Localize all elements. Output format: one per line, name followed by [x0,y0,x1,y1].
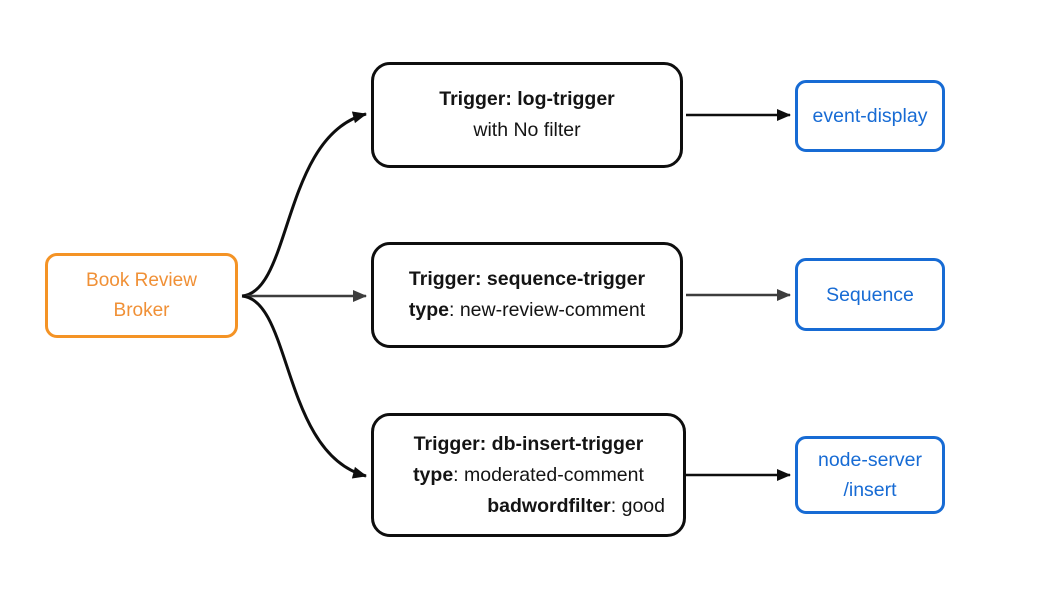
trigger-db-insert-filter-type: type: moderated-comment [413,463,644,486]
trigger-node-sequence-trigger: Trigger: sequence-trigger type: new-revi… [371,242,683,348]
sink-node-server-label-line2: /insert [843,479,897,501]
edge-broker-to-db-insert-trigger [241,294,367,479]
trigger-node-db-insert-trigger: Trigger: db-insert-trigger type: moderat… [371,413,686,537]
trigger-log-filter: with No filter [473,119,581,141]
trigger-sequence-filter: type: new-review-comment [408,299,646,321]
broker-node: Book Review Broker [45,253,238,338]
sink-sequence-label: Sequence [826,283,914,306]
trigger-db-insert-title: Trigger: db-insert-trigger [413,432,644,455]
trigger-log-title: Trigger: log-trigger [439,88,615,110]
trigger-sequence-title: Trigger: sequence-trigger [408,268,646,290]
trigger-node-log-trigger: Trigger: log-trigger with No filter [371,62,683,168]
sink-node-node-server-insert: node-server /insert [795,436,945,514]
sink-node-event-display: event-display [795,80,945,152]
edge-broker-to-log-trigger [241,111,367,298]
sink-event-display-label: event-display [812,105,928,127]
broker-label-line1: Book Review [86,269,197,291]
sink-node-sequence: Sequence [795,258,945,331]
broker-label-line2: Broker [113,299,170,321]
sink-node-server-label-line1: node-server [817,449,923,471]
trigger-db-insert-filter-badword: badwordfilter: good [487,494,665,517]
